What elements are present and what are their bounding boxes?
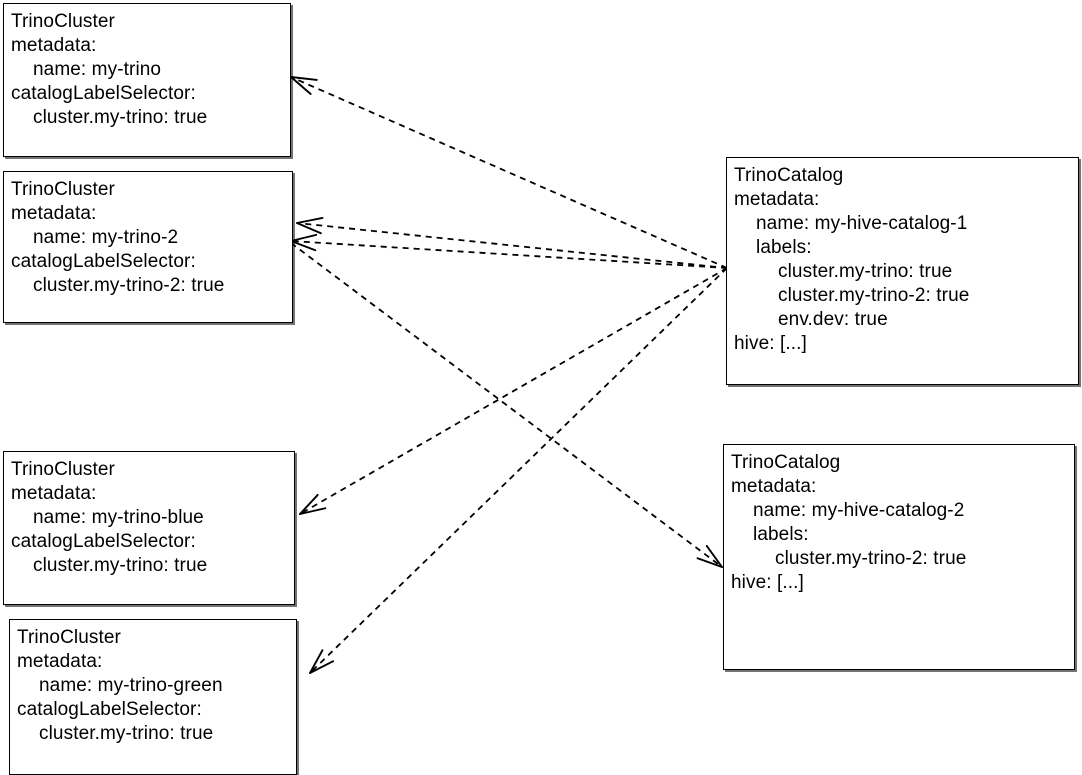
- edge-my-trino-2-to-catalog2: [290, 242, 723, 568]
- edge-catalog1-to-my-trino: [290, 76, 728, 269]
- node-field-line: cluster.my-trino: true: [778, 261, 953, 282]
- node-body: TrinoCluster metadata: name: my-trino-2 cat…: [11, 178, 292, 298]
- arrowhead-barb-2: [296, 222, 322, 235]
- arrowhead-barb-1: [296, 216, 324, 224]
- node-field-line: hive: [...]: [731, 572, 804, 593]
- node-field-line: name: my-trino: [33, 59, 162, 80]
- edge-catalog1-to-my-trino-2-b: [290, 233, 728, 269]
- node-field-line: catalogLabelSelector:: [11, 531, 196, 552]
- arrowhead-barb-2: [309, 660, 335, 674]
- node-field-line: catalogLabelSelector:: [17, 699, 202, 720]
- node-field-line: cluster.my-trino-2: true: [778, 285, 970, 306]
- node-kind-label: TrinoCluster: [11, 459, 115, 480]
- node-field-line: metadata:: [11, 35, 97, 56]
- arrowhead-barb-1: [299, 493, 319, 515]
- arrowhead-barb-1: [290, 76, 318, 81]
- edge-line: [290, 242, 723, 568]
- node-field-line: metadata:: [734, 189, 820, 210]
- node-trinocluster-my-trino-2[interactable]: TrinoCluster metadata: name: my-trino-2 cat…: [3, 171, 293, 323]
- edge-catalog1-to-my-trino-green: [309, 267, 728, 674]
- node-field-line: name: my-hive-catalog-1: [756, 213, 968, 234]
- arrowhead-barb-2: [705, 544, 723, 568]
- edge-line: [296, 222, 728, 269]
- node-field-line: cluster.my-trino: true: [33, 107, 208, 128]
- node-body: TrinoCluster metadata: name: my-trino-blue…: [11, 458, 294, 578]
- edge-line: [290, 240, 728, 269]
- arrowhead-barb-1: [290, 233, 318, 242]
- node-field-line: metadata:: [11, 203, 97, 224]
- node-trinocluster-my-trino-green[interactable]: TrinoCluster metadata: name: my-trino-gree…: [9, 619, 297, 775]
- node-field-line: name: my-trino-2: [33, 227, 179, 248]
- node-body: TrinoCluster metadata: name: my-trino catal…: [11, 10, 290, 130]
- node-kind-label: TrinoCatalog: [731, 452, 841, 473]
- node-body: TrinoCluster metadata: name: my-trino-gree…: [17, 626, 296, 746]
- node-field-line: cluster.my-trino: true: [33, 555, 208, 576]
- node-body: TrinoCatalog metadata: name: my-hive-catal…: [731, 451, 1074, 595]
- node-field-line: name: my-hive-catalog-2: [753, 500, 965, 521]
- arrowhead-barb-1: [696, 557, 723, 568]
- edge-line: [290, 76, 728, 269]
- node-field-line: cluster.my-trino-2: true: [33, 275, 225, 296]
- node-field-line: labels:: [756, 237, 812, 258]
- node-field-line: metadata:: [11, 483, 97, 504]
- node-kind-label: TrinoCatalog: [734, 165, 844, 186]
- node-field-line: cluster.my-trino: true: [39, 723, 214, 744]
- edge-line: [299, 267, 728, 515]
- arrowhead-barb-1: [309, 649, 324, 674]
- node-trinocatalog-my-hive-catalog-1[interactable]: TrinoCatalog metadata: name: my-hive-catal…: [726, 157, 1079, 385]
- node-trinocatalog-my-hive-catalog-2[interactable]: TrinoCatalog metadata: name: my-hive-catal…: [723, 444, 1075, 670]
- node-field-line: hive: [...]: [734, 333, 807, 354]
- node-field-line: cluster.my-trino-2: true: [775, 548, 967, 569]
- arrowhead-barb-2: [290, 76, 312, 95]
- node-field-line: catalogLabelSelector:: [11, 251, 196, 272]
- edge-catalog1-to-my-trino-blue: [299, 267, 728, 515]
- node-body: TrinoCatalog metadata: name: my-hive-catal…: [734, 164, 1078, 356]
- node-trinocluster-my-trino-blue[interactable]: TrinoCluster metadata: name: my-trino-blue…: [3, 451, 295, 605]
- edge-catalog1-to-my-trino-2-a: [296, 216, 728, 269]
- edge-line: [309, 267, 728, 674]
- node-field-line: catalogLabelSelector:: [11, 83, 196, 104]
- node-kind-label: TrinoCluster: [11, 179, 115, 200]
- node-field-line: metadata:: [17, 651, 103, 672]
- node-kind-label: TrinoCluster: [11, 11, 115, 32]
- node-field-line: name: my-trino-blue: [33, 507, 204, 528]
- arrowhead-barb-2: [290, 240, 317, 252]
- node-field-line: metadata:: [731, 476, 817, 497]
- node-field-line: name: my-trino-green: [39, 675, 223, 696]
- node-trinocluster-my-trino[interactable]: TrinoCluster metadata: name: my-trino catal…: [3, 3, 291, 157]
- node-kind-label: TrinoCluster: [17, 627, 121, 648]
- node-field-line: labels:: [753, 524, 809, 545]
- arrowhead-barb-2: [299, 507, 327, 515]
- node-field-line: env.dev: true: [778, 309, 888, 330]
